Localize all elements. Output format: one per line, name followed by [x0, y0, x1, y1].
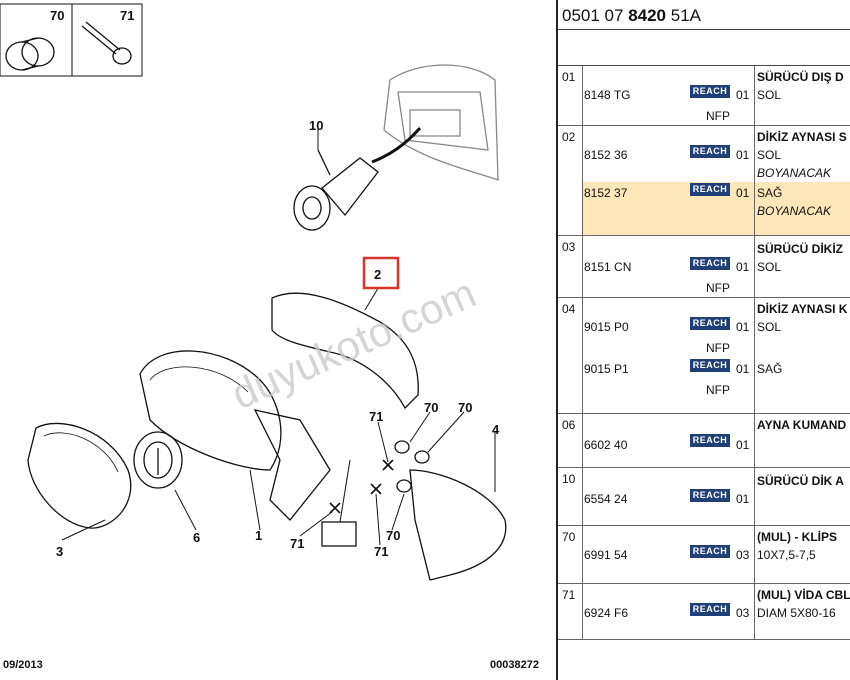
- desc-line: SOL: [757, 88, 782, 102]
- desc-title: (MUL) VİDA CBL: [757, 588, 850, 602]
- callout-4: 4: [492, 422, 500, 437]
- desc-line: 10X7,5-7,5: [757, 548, 816, 562]
- callout-70-a: 70: [424, 400, 438, 415]
- qty: 03: [736, 606, 750, 620]
- reach-badge: REACH: [690, 434, 730, 447]
- table-row[interactable]: 01 8148 TG REACH 01 NFP SÜRÜCÜ DIŞ D SOL: [558, 66, 850, 126]
- callout-70-thumb: 70: [50, 8, 64, 23]
- callout-71-a: 71: [369, 409, 383, 424]
- callout-highlight-box: [362, 256, 400, 290]
- desc-title: AYNA KUMAND: [757, 418, 847, 432]
- qty: 03: [736, 548, 750, 562]
- footer-code: 00038272: [490, 659, 539, 671]
- callout-3: 3: [56, 544, 63, 559]
- desc-line: SAĞ: [757, 362, 783, 376]
- part-ref: 8151 CN: [584, 260, 632, 274]
- qty: 01: [736, 260, 750, 274]
- thumbnail-frame-71: [71, 3, 143, 77]
- desc-title: SÜRÜCÜ DİK A: [757, 474, 844, 488]
- callout-2: 2: [374, 267, 381, 282]
- nfp-label: NFP: [706, 383, 730, 397]
- row-number: 70: [562, 530, 576, 544]
- table-row[interactable]: 03 8151 CN REACH 01 NFP SÜRÜCÜ DİKİZ SOL: [558, 236, 850, 298]
- qty: 01: [736, 186, 750, 200]
- table-row[interactable]: 04 9015 P0 REACH 01 NFP DİKİZ AYNASI K S…: [558, 298, 850, 414]
- reach-badge: REACH: [690, 317, 730, 330]
- reach-badge: REACH: [690, 489, 730, 502]
- desc-note: BOYANACAK: [757, 204, 832, 218]
- callout-10: 10: [309, 118, 323, 133]
- qty: 01: [736, 148, 750, 162]
- part-ref: 6991 54: [584, 548, 628, 562]
- desc-title: SÜRÜCÜ DIŞ D: [757, 70, 844, 84]
- row-number: 03: [562, 240, 576, 254]
- desc-note: BOYANACAK: [757, 166, 832, 180]
- part-ref: 8148 TG: [584, 88, 631, 102]
- desc-title: (MUL) - KLİPS: [757, 530, 837, 544]
- callout-6: 6: [193, 530, 200, 545]
- part-main: 8420: [628, 6, 667, 25]
- table-row[interactable]: 06 6602 40 REACH 01 AYNA KUMAND: [558, 414, 850, 468]
- qty: 01: [736, 438, 750, 452]
- table-row[interactable]: 70 6991 54 REACH 03 (MUL) - KLİPS 10X7,5…: [558, 526, 850, 584]
- table-row[interactable]: 71 6924 F6 REACH 03 (MUL) VİDA CBL DIAM …: [558, 584, 850, 640]
- part-prefix: 0501 07: [562, 6, 624, 25]
- callout-71-b: 71: [290, 536, 304, 551]
- desc-line: SOL: [757, 148, 782, 162]
- footer-date: 09/2013: [3, 659, 43, 671]
- reach-badge: REACH: [690, 603, 730, 616]
- desc-line: SOL: [757, 260, 782, 274]
- desc-title: DİKİZ AYNASI K: [757, 302, 848, 316]
- row-number: 06: [562, 418, 576, 432]
- parts-table: 0501 07 8420 51A 01 8148 TG REACH 01 NFP…: [556, 0, 850, 680]
- part-ref: 6602 40: [584, 438, 628, 452]
- desc-line: DIAM 5X80-16: [757, 606, 836, 620]
- row-number: 02: [562, 130, 576, 144]
- reach-badge: REACH: [690, 257, 730, 270]
- row-number: 71: [562, 588, 576, 602]
- nfp-label: NFP: [706, 341, 730, 355]
- desc-line: SOL: [757, 320, 782, 334]
- desc-title: DİKİZ AYNASI S: [757, 130, 847, 144]
- watermark: duyukoto.com: [225, 269, 483, 418]
- reach-badge: REACH: [690, 183, 730, 196]
- diagram-drawing: 70 71 10 2 1 3 4 6 70 70 70 71 71 71 duy…: [0, 3, 507, 581]
- nfp-label: NFP: [706, 281, 730, 295]
- reach-badge: REACH: [690, 145, 730, 158]
- part-ref: 9015 P0: [584, 320, 629, 334]
- nfp-label: NFP: [706, 109, 730, 123]
- table-row[interactable]: 02 8152 36 REACH 01 DİKİZ AYNASI S SOL B…: [558, 126, 850, 236]
- reach-badge: REACH: [690, 85, 730, 98]
- row-number: 04: [562, 302, 576, 316]
- reach-badge: REACH: [690, 545, 730, 558]
- qty: 01: [736, 362, 750, 376]
- part-ref: 6924 F6: [584, 606, 629, 620]
- part-ref: 8152 37: [584, 186, 628, 200]
- part-ref: 6554 24: [584, 492, 628, 506]
- row-number: 10: [562, 472, 576, 486]
- desc-line: SAĞ: [757, 186, 783, 200]
- callout-71-thumb: 71: [120, 8, 134, 23]
- desc-title: SÜRÜCÜ DİKİZ: [757, 242, 843, 256]
- qty: 01: [736, 320, 750, 334]
- qty: 01: [736, 492, 750, 506]
- reach-badge: REACH: [690, 359, 730, 372]
- callout-70-b: 70: [458, 400, 472, 415]
- table-subheader: [558, 30, 850, 66]
- callout-1: 1: [255, 528, 262, 543]
- row-number: 01: [562, 70, 576, 84]
- callout-71-c: 71: [374, 544, 388, 559]
- part-number-header: 0501 07 8420 51A: [558, 0, 850, 30]
- qty: 01: [736, 88, 750, 102]
- callout-70-c: 70: [386, 528, 400, 543]
- part-ref: 8152 36: [584, 148, 628, 162]
- table-row[interactable]: 10 6554 24 REACH 01 SÜRÜCÜ DİK A: [558, 468, 850, 526]
- part-ref: 9015 P1: [584, 362, 629, 376]
- exploded-diagram: 70 71 10 2 1 3 4 6 70 70 70 71 71 71 duy…: [0, 3, 539, 671]
- part-suffix: 51A: [670, 6, 701, 25]
